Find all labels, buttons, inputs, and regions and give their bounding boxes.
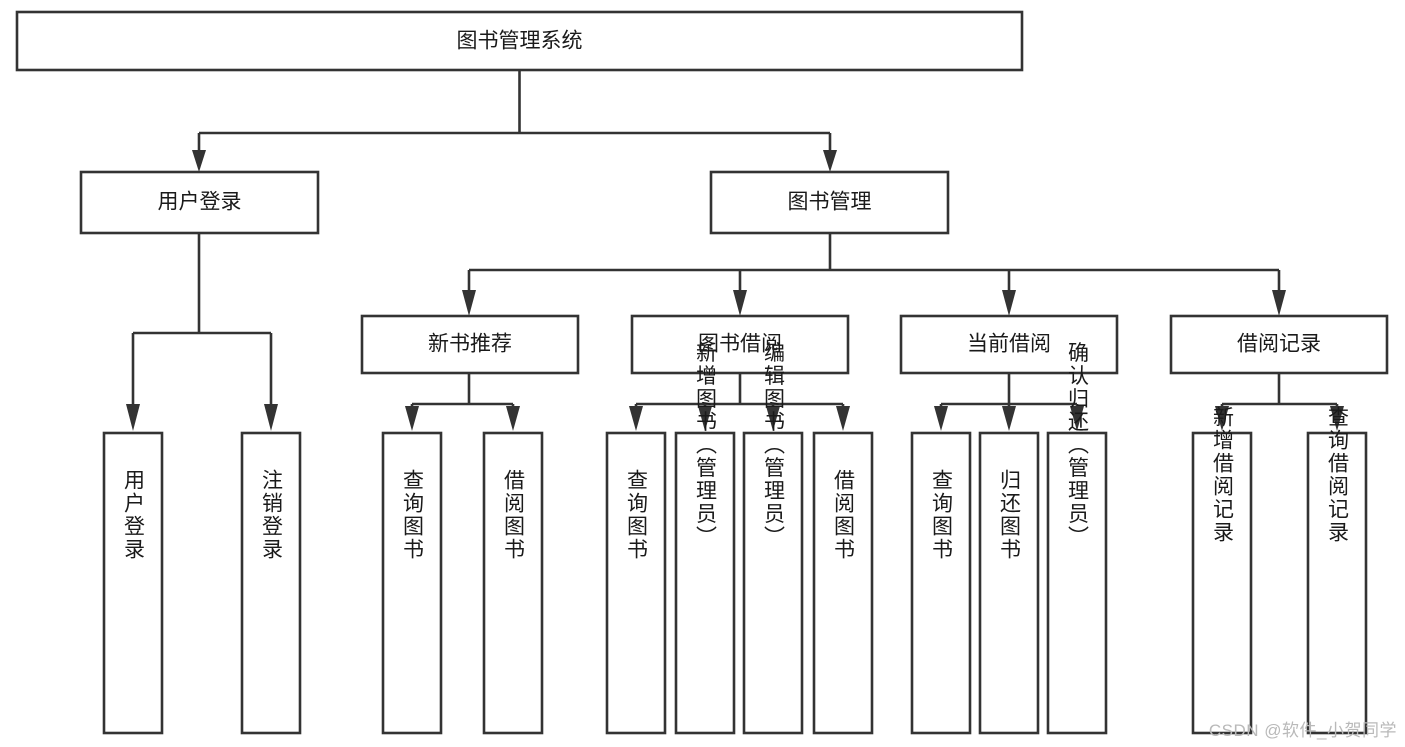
connector-borrow-record-to-leaves xyxy=(1215,373,1344,431)
node-user-login[interactable]: 用户登录 xyxy=(79,170,320,235)
node-leaf-query-book-2[interactable]: 查询图书 xyxy=(605,431,667,735)
node-leaf-return-book-label: 归还图书 xyxy=(998,469,1022,561)
node-leaf-query-book-3-label: 查询图书 xyxy=(930,469,954,561)
node-leaf-borrow-book-1-label: 借阅图书 xyxy=(502,469,526,561)
node-leaf-user-login[interactable]: 用户登录 xyxy=(102,431,164,735)
node-leaf-add-book-label: 新增图书（管理员） xyxy=(694,342,718,549)
node-leaf-confirm-return-label: 确认归还（管理员） xyxy=(1066,342,1090,549)
node-root[interactable]: 图书管理系统 xyxy=(15,10,1024,72)
node-leaf-user-login-label: 用户登录 xyxy=(122,469,146,561)
node-leaf-add-record-label: 新增借阅记录 xyxy=(1211,406,1235,544)
node-borrow-record[interactable]: 借阅记录 xyxy=(1169,314,1389,375)
node-leaf-query-book-1[interactable]: 查询图书 xyxy=(381,431,443,735)
node-root-label: 图书管理系统 xyxy=(457,30,583,53)
node-book-borrow[interactable]: 图书借阅 xyxy=(630,314,850,375)
node-leaf-borrow-book-1[interactable]: 借阅图书 xyxy=(482,431,544,735)
node-leaf-logout[interactable]: 注销登录 xyxy=(240,431,302,735)
node-book-manage[interactable]: 图书管理 xyxy=(709,170,950,235)
node-book-manage-label: 图书管理 xyxy=(788,191,872,214)
node-new-book-rec[interactable]: 新书推荐 xyxy=(360,314,580,375)
node-current-borrow[interactable]: 当前借阅 xyxy=(899,314,1119,375)
node-leaf-return-book[interactable]: 归还图书 xyxy=(978,431,1040,735)
node-book-borrow-label: 图书借阅 xyxy=(698,333,782,356)
node-leaf-add-record[interactable]: 新增借阅记录 xyxy=(1191,406,1253,735)
connector-book-manage-to-level3 xyxy=(462,233,1286,316)
node-leaf-query-book-1-label: 查询图书 xyxy=(401,469,425,561)
node-new-book-rec-label: 新书推荐 xyxy=(428,333,512,356)
node-user-login-label: 用户登录 xyxy=(158,191,242,214)
node-leaf-borrow-book-2[interactable]: 借阅图书 xyxy=(812,431,874,735)
node-leaf-query-record[interactable]: 查询借阅记录 xyxy=(1306,406,1368,735)
node-leaf-edit-book-label: 编辑图书（管理员） xyxy=(762,342,786,549)
connector-book-borrow-to-leaves xyxy=(629,373,850,431)
node-leaf-query-book-3[interactable]: 查询图书 xyxy=(910,431,972,735)
connector-root-to-level2 xyxy=(192,70,837,172)
node-borrow-record-label: 借阅记录 xyxy=(1237,333,1321,356)
node-leaf-query-record-label: 查询借阅记录 xyxy=(1326,406,1350,544)
node-leaf-borrow-book-2-label: 借阅图书 xyxy=(832,469,856,561)
connector-new-book-rec-to-leaves xyxy=(405,373,520,431)
node-leaf-edit-book[interactable]: 编辑图书（管理员） xyxy=(742,342,804,735)
node-leaf-query-book-2-label: 查询图书 xyxy=(625,469,649,561)
connector-current-borrow-to-leaves xyxy=(934,373,1084,431)
node-leaf-confirm-return[interactable]: 确认归还（管理员） xyxy=(1046,342,1108,735)
node-current-borrow-label: 当前借阅 xyxy=(967,333,1051,356)
node-leaf-logout-label: 注销登录 xyxy=(260,469,284,561)
connector-user-login-to-leaves xyxy=(126,233,278,431)
node-leaf-add-book[interactable]: 新增图书（管理员） xyxy=(674,342,736,735)
